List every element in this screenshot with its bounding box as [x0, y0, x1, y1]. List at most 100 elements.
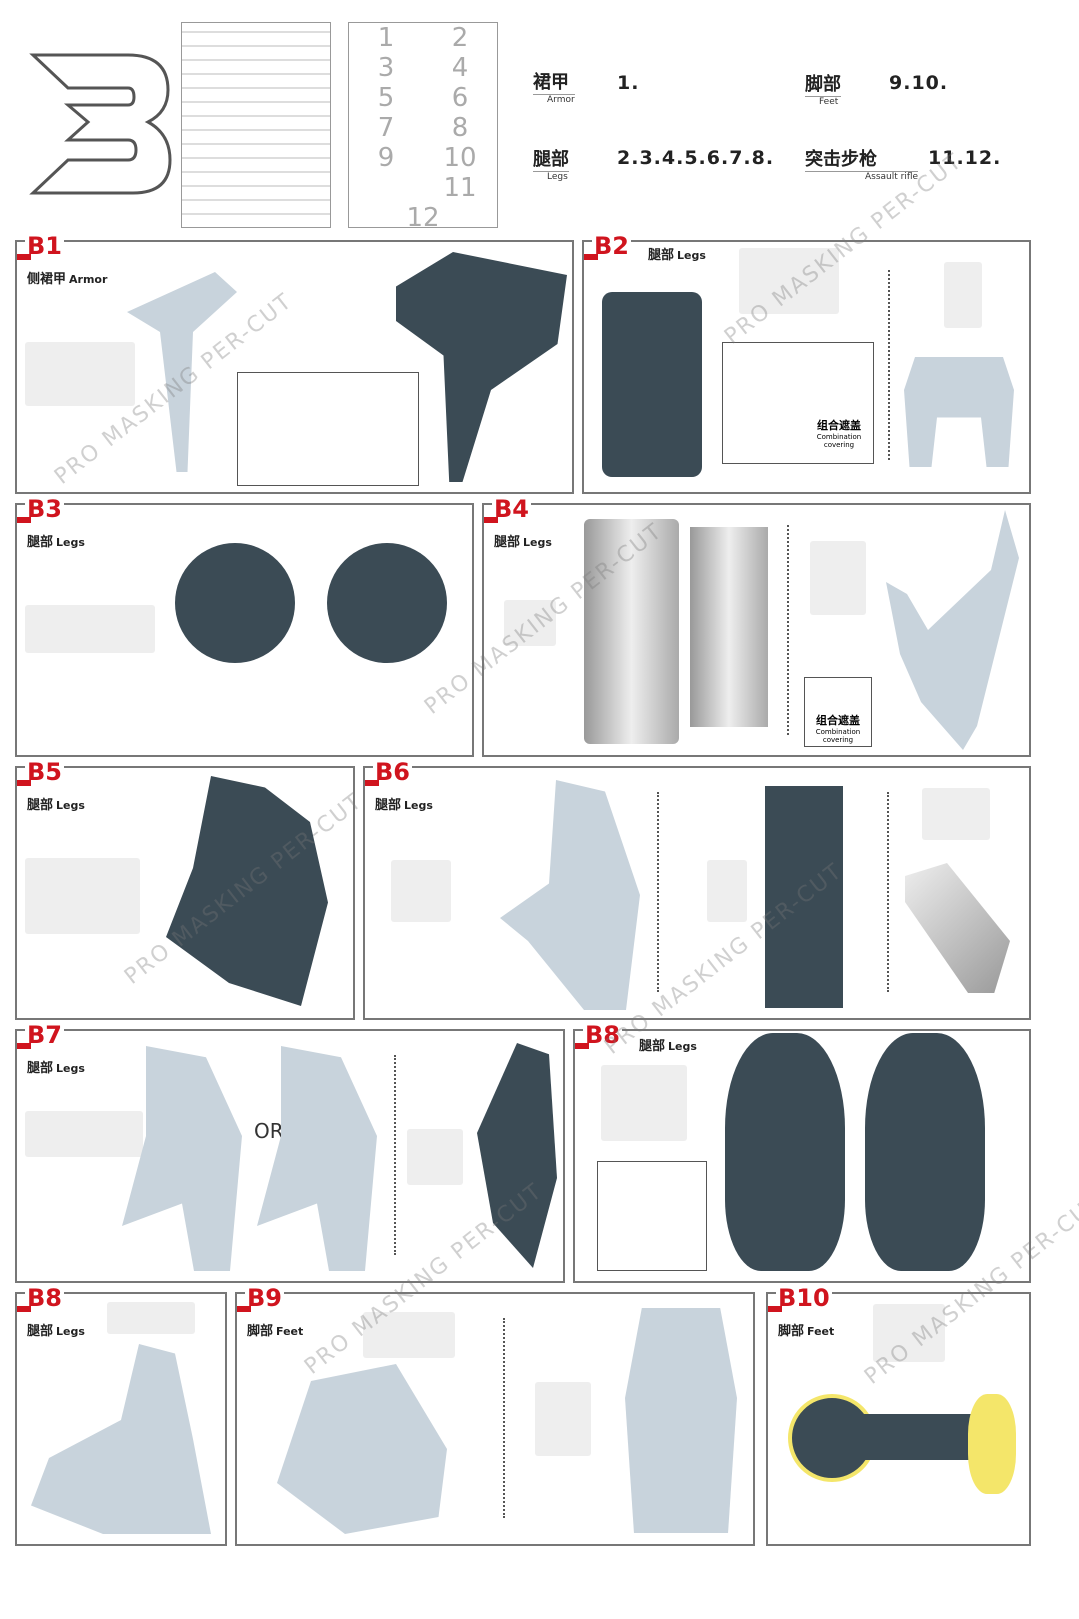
foot-top-part	[625, 1308, 737, 1533]
toc-label-zh: 脚部	[805, 74, 841, 95]
panel-subtitle-zh: 脚部	[778, 1324, 805, 1339]
panel-id: B1	[17, 232, 64, 260]
mask-chip	[107, 1302, 195, 1334]
toc-label-en: Legs	[533, 171, 569, 182]
panel-subtitle-en: Feet	[807, 1325, 835, 1338]
ankle-armor-part	[31, 1344, 211, 1534]
shin-armor-part	[886, 510, 1019, 750]
sheet-number: 4	[451, 53, 469, 83]
sheet-number: 12	[406, 203, 440, 233]
panel-subtitle-en: Legs	[523, 536, 552, 549]
divider	[657, 792, 659, 992]
toc-label-en: Assault rifle	[805, 171, 919, 182]
callout-en: Combination covering	[815, 728, 861, 744]
mask-chip	[707, 860, 747, 922]
lower-leg-part	[865, 1033, 985, 1271]
toc-label-en: Armor	[533, 94, 575, 105]
panel-subtitle-zh: 腿部	[648, 248, 675, 263]
sheet-number: 8	[451, 113, 469, 143]
divider	[887, 792, 889, 992]
mask-chip	[407, 1129, 463, 1185]
toc-label-en: Feet	[805, 96, 841, 107]
mask-chip	[363, 1312, 455, 1358]
knee-part	[602, 292, 702, 477]
sheet-number: 10	[443, 143, 477, 173]
panel-subtitle-zh: 腿部	[27, 798, 54, 813]
section-b-logo: B	[28, 50, 173, 198]
panel-subtitle-en: Feet	[276, 1325, 304, 1338]
calf-armor-part	[257, 1046, 377, 1271]
mask-chip	[873, 1304, 945, 1362]
panel-id: B10	[768, 1284, 832, 1312]
mask-chip	[25, 1111, 143, 1157]
joint-ball-part	[175, 543, 295, 663]
panel-subtitle-zh: 腿部	[27, 1324, 54, 1339]
mask-chip	[25, 342, 135, 406]
thigh-armor-part	[500, 780, 640, 1010]
calf-armor-part	[122, 1046, 242, 1271]
sheet-number: 7	[377, 113, 395, 143]
mask-chip	[739, 248, 839, 314]
toc-label-zh: 腿部	[533, 149, 569, 170]
detail-inset	[237, 372, 419, 486]
sheet-number: 1	[377, 23, 395, 53]
joint-ball-part	[327, 543, 447, 663]
detail-inset	[597, 1161, 707, 1271]
panel-id: B5	[17, 758, 64, 786]
sheet-number: 3	[377, 53, 395, 83]
panel-subtitle-en: Legs	[404, 799, 433, 812]
divider	[503, 1318, 505, 1518]
knee-cap-part	[904, 357, 1014, 467]
panel-subtitle-en: Legs	[56, 1062, 85, 1075]
or-label: OR	[254, 1119, 284, 1143]
mask-chip	[25, 858, 140, 934]
panel-id: B4	[484, 495, 531, 523]
thigh-frame-part	[765, 786, 843, 1008]
sheet-number: 9	[377, 143, 395, 173]
toc-label-zh: 突击步枪	[805, 149, 877, 170]
panel-subtitle-en: Legs	[56, 536, 85, 549]
mask-piece	[968, 1394, 1016, 1494]
divider	[888, 270, 890, 460]
panel-id: B8	[17, 1284, 64, 1312]
panel-id: B3	[17, 495, 64, 523]
toc-feet-parts: 9.10.	[889, 72, 949, 94]
silver-plate-part	[905, 863, 1010, 993]
sheet-number: 5	[377, 83, 395, 113]
panel-subtitle-zh: 腿部	[27, 1061, 54, 1076]
divider	[394, 1055, 396, 1255]
callout-en: Combination covering	[816, 433, 862, 449]
foot-joint-arm	[848, 1414, 978, 1460]
mask-chip	[810, 541, 866, 615]
panel-subtitle-zh: 腿部	[375, 798, 402, 813]
mask-sheet-overview	[181, 22, 331, 228]
callout-zh: 组合遮盖	[816, 714, 860, 727]
mask-chip	[504, 600, 556, 646]
divider	[787, 525, 789, 735]
panel-id: B2	[584, 232, 631, 260]
panel-subtitle-en: Legs	[677, 249, 706, 262]
